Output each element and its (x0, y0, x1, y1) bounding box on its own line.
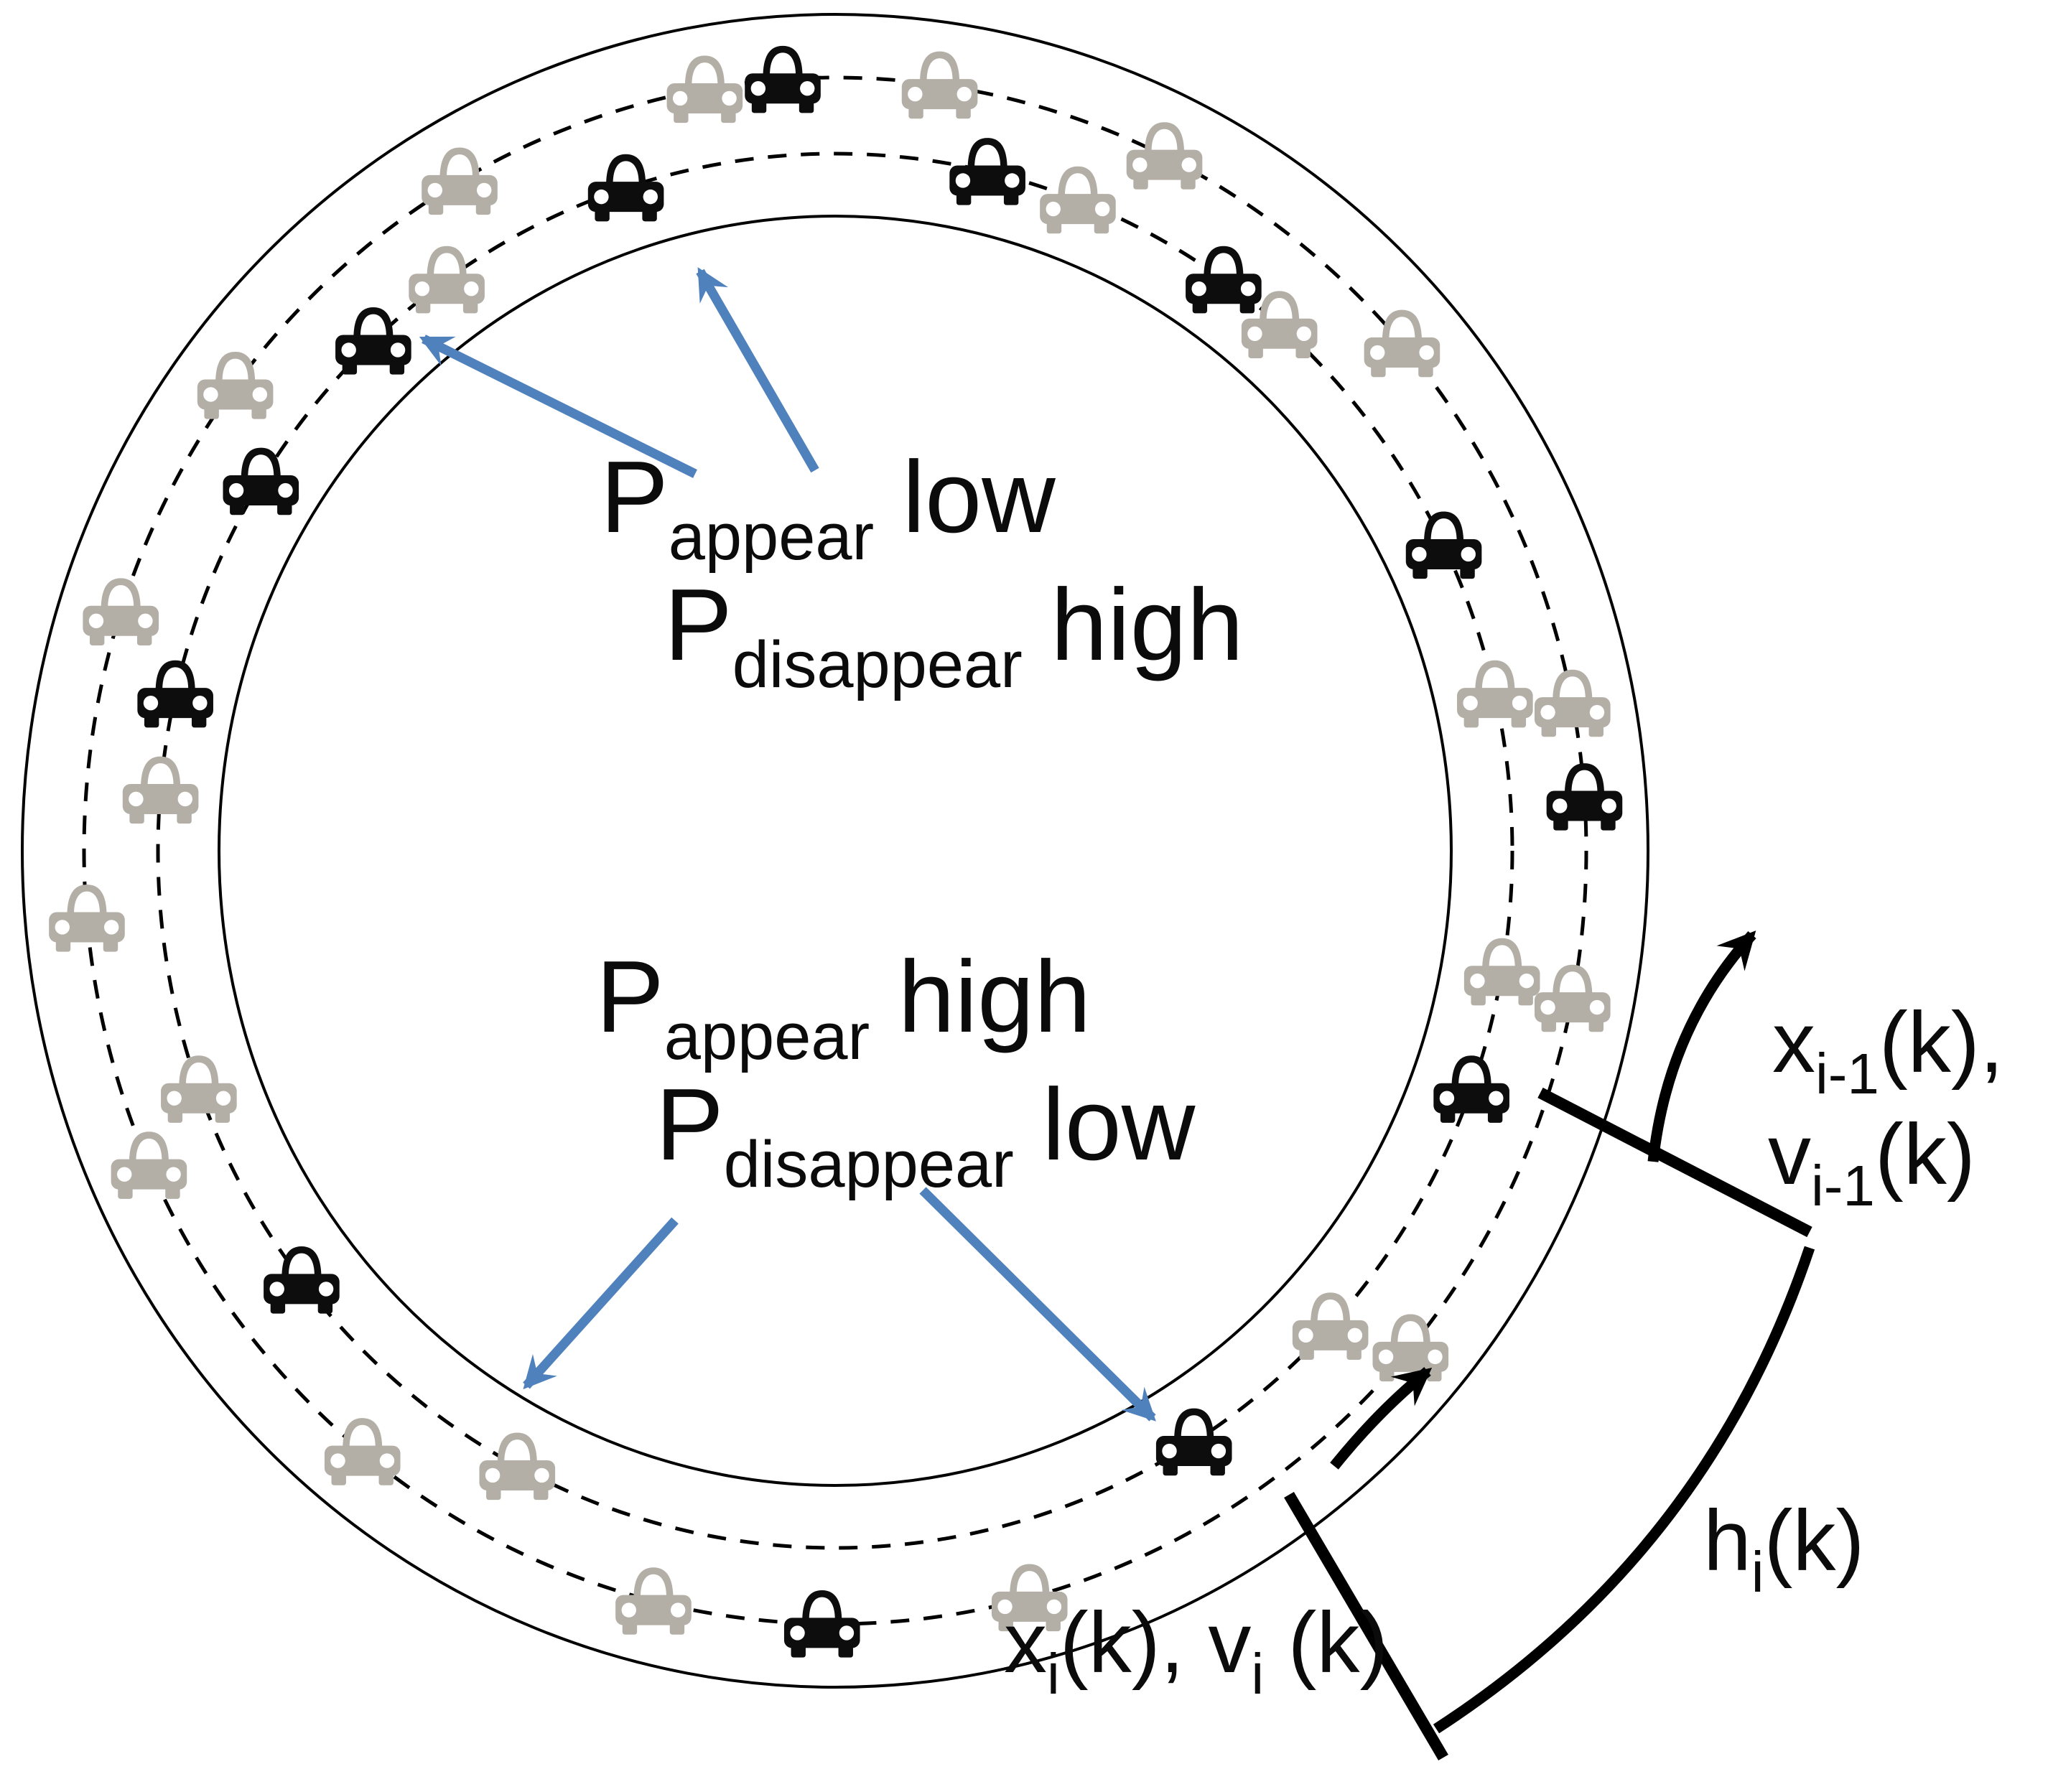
arrow-appear-high-left-icon (523, 1217, 679, 1390)
car-icon-gray-inner (1292, 1292, 1369, 1361)
h-symbol: h (1703, 1493, 1751, 1589)
car-icon-black-inner (1155, 1408, 1232, 1476)
label-p-appear-low: Pappear low (600, 447, 1056, 571)
arrow-appear-high-right-icon (919, 1187, 1156, 1422)
car-icon-gray-outer (111, 1131, 187, 1199)
leader-direction-arrow-icon (1647, 930, 1756, 1162)
car-icon-gray-inner (161, 1055, 237, 1123)
measurement-layer (1284, 930, 1815, 1761)
car-icon-gray-outer (1126, 122, 1203, 190)
h-subscript: i (1751, 1540, 1764, 1604)
car-icon-gray-outer (1364, 309, 1440, 378)
headway-arc (1433, 1246, 1815, 1734)
car-icon-gray-inner (1457, 660, 1533, 728)
label-leader-position: xi-1(k), (1772, 999, 2003, 1103)
car-icon-gray-inner (122, 756, 199, 824)
x-subscript: i-1 (1815, 1042, 1879, 1106)
car-icon-black-outer (1546, 763, 1623, 831)
p-symbol: P (664, 568, 732, 682)
label-p-disappear-high: Pdisappear high (664, 574, 1244, 699)
ring-road (21, 13, 1649, 1689)
arrow-appear-low-top-icon (696, 267, 819, 473)
car-icon-gray-inner (1040, 166, 1116, 234)
x-symbol: x (1772, 994, 1815, 1091)
car-icon-black-outer (783, 1590, 860, 1658)
v-symbol: v (1208, 1595, 1252, 1691)
tick-leader-position (1537, 1087, 1812, 1238)
car-icon-gray-outer (901, 51, 978, 119)
h-argument: (k) (1764, 1493, 1865, 1589)
car-icon-gray-outer (83, 578, 159, 645)
p-subscript: disappear (732, 628, 1023, 701)
inner-road-edge (218, 215, 1453, 1487)
p-symbol: P (600, 440, 669, 554)
car-icon-black-outer (745, 45, 821, 113)
label-vehicle-state: xi(k), vi (k) (1004, 1600, 1388, 1703)
blue-arrows-layer (419, 267, 1156, 1422)
x-argument: (k), (1879, 994, 2004, 1091)
car-icon-black-inner (1186, 246, 1262, 314)
label-p-appear-high: Pappear high (596, 946, 1091, 1070)
car-icon-black-inner (223, 447, 299, 515)
arrow-appear-low-left-icon (419, 335, 697, 478)
car-icon-gray-outer (1534, 669, 1611, 737)
x-subscript: i (1047, 1642, 1060, 1706)
car-icon-black-inner (264, 1246, 340, 1314)
outer-lane-dashed (82, 75, 1588, 1626)
car-icon-black-inner (587, 154, 664, 222)
car-icon-gray-outer (1372, 1314, 1449, 1382)
car-icon-gray-outer (666, 55, 743, 123)
p-value-word: low (874, 440, 1056, 554)
p-subscript: disappear (723, 1128, 1014, 1201)
v-subscript: i (1251, 1642, 1265, 1706)
car-icon-gray-outer (324, 1418, 401, 1485)
car-icon-gray-inner (479, 1432, 556, 1501)
car-icon-black-inner (1405, 511, 1482, 579)
x-symbol: x (1004, 1595, 1047, 1691)
car-icon-gray-outer (615, 1567, 692, 1635)
v-subscript: i-1 (1811, 1154, 1875, 1218)
outer-road-edge (21, 13, 1649, 1689)
p-value-word: high (870, 940, 1092, 1054)
car-icon-black-inner (137, 660, 213, 728)
p-subscript: appear (664, 1000, 870, 1073)
v-argument: (k) (1874, 1106, 1975, 1203)
p-symbol: P (596, 940, 664, 1054)
p-symbol: P (656, 1068, 724, 1182)
vehicle-direction-arrow-icon (1330, 1367, 1433, 1470)
car-icon-gray-outer (1534, 964, 1611, 1032)
inner-lane-dashed (156, 151, 1514, 1550)
label-headway: hi(k) (1703, 1498, 1864, 1601)
car-icon-gray-inner (1463, 938, 1540, 1006)
car-icon-black-inner (335, 307, 411, 375)
car-icon-gray-outer (422, 147, 498, 215)
label-p-disappear-low: Pdisappear low (656, 1074, 1195, 1198)
car-icon-gray-outer (49, 885, 125, 952)
p-subscript: appear (668, 500, 875, 574)
car-icon-black-inner (949, 138, 1025, 205)
car-icon-gray-outer (197, 352, 274, 419)
p-value-word: low (1013, 1068, 1196, 1182)
v-argument: (k) (1264, 1595, 1389, 1691)
car-icon-gray-inner (409, 246, 485, 314)
v-symbol: v (1768, 1106, 1811, 1203)
car-icon-black-inner (1433, 1055, 1509, 1123)
x-argument: (k), (1059, 1595, 1209, 1691)
p-value-word: high (1022, 568, 1244, 682)
label-leader-speed: vi-1(k) (1768, 1111, 1975, 1215)
tick-vehicle-position (1284, 1491, 1448, 1761)
